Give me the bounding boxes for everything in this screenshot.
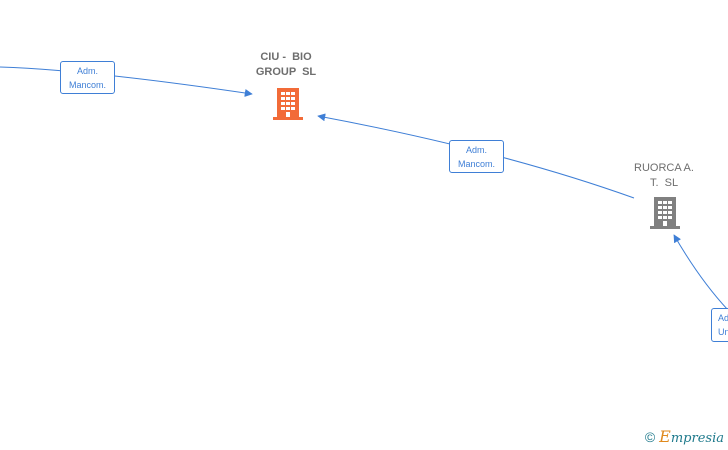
- edge-label-adm-mancom[interactable]: Adm. Mancom.: [60, 61, 115, 94]
- copyright-symbol: ©: [644, 429, 656, 445]
- edge-label-adm-mancom[interactable]: Adm. Mancom.: [449, 140, 504, 173]
- building-icon[interactable]: [271, 87, 305, 121]
- edge-line-left-to-main: [0, 66, 253, 97]
- building-icon[interactable]: [648, 196, 682, 230]
- edge-label-adm-un[interactable]: Ad Un: [711, 308, 728, 342]
- empresia-logo: ©Empresia: [645, 427, 724, 446]
- node-label-ciu-bio-group: CIU - BIO GROUP SL: [255, 51, 317, 78]
- brand-initial: E: [659, 427, 671, 446]
- brand-name: mpresia: [670, 431, 724, 446]
- edge-line-offscreen-to-ruorca: [673, 234, 728, 311]
- node-label-ruorca: RUORCA A. T. SL: [634, 162, 694, 189]
